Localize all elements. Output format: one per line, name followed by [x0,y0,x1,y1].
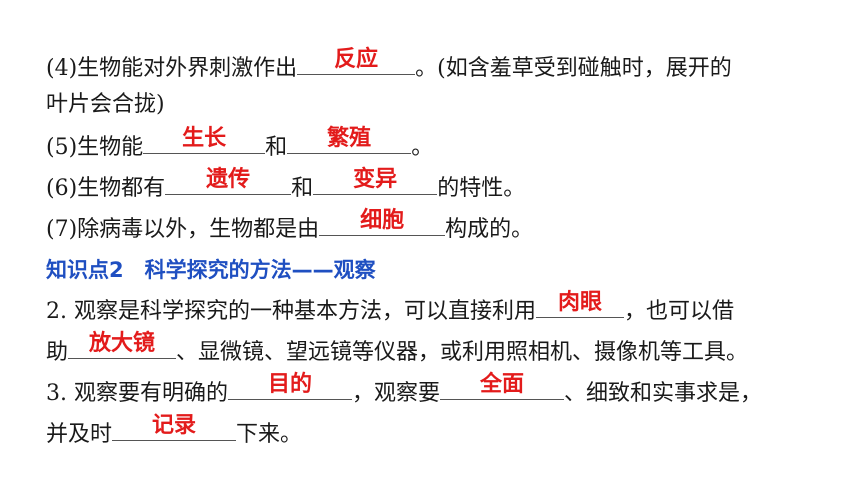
q2-blank-1[interactable]: 肉眼 [536,291,624,318]
item6-blank-1[interactable]: 遗传 [165,168,292,195]
q3-blank-1[interactable]: 目的 [227,373,352,400]
section-heading: 知识点2 科学探究的方法——观察 [46,258,376,282]
q3-prefix-2: 并及时 [46,422,113,447]
q2-prefix: 2. 观察是科学探究的一种基本方法，可以直接利用 [46,299,536,324]
item6-answer-2: 变异 [353,167,398,192]
q3-line-1: 3. 观察要有明确的 目的 ，观察要 全面 、细致和实事求是， [46,373,763,409]
q3-suffix: 、细致和实事求是， [564,381,763,406]
item5-blank-2[interactable]: 繁殖 [287,127,412,154]
q2-answer-2: 放大镜 [89,331,156,356]
item4-answer: 反应 [334,47,379,72]
item6-answer-1: 遗传 [206,167,251,192]
item5-mid: 和 [265,135,288,160]
item4-line: (4)生物能对外界刺激作出 反应 。(如含羞草受到碰触时，展开的 [46,48,732,84]
q2-suffix-1: ，也可以借 [624,299,735,324]
q3-answer-1: 目的 [267,372,312,397]
item4-blank[interactable]: 反应 [297,48,416,75]
item4-suffix: 。(如含羞草受到碰触时，展开的 [415,56,732,81]
item7-blank[interactable]: 细胞 [319,209,446,236]
q2-line-1: 2. 观察是科学探究的一种基本方法，可以直接利用肉眼 ，也可以借 [46,291,735,327]
item6-mid: 和 [291,176,314,201]
q3-line-2: 并及时 记录 下来。 [46,414,303,450]
item7-line: (7)除病毒以外，生物都是由 细胞 构成的。 [46,209,534,245]
q2-blank-2[interactable]: 放大镜 [68,332,177,359]
item4-cont-text: 叶片会合拢) [46,92,165,117]
item7-answer: 细胞 [360,208,405,233]
item5-suffix: 。 [411,135,434,160]
q2-answer-1: 肉眼 [557,290,602,315]
item6-prefix: (6)生物都有 [46,176,166,201]
q3-prefix: 3. 观察要有明确的 [46,381,228,406]
q3-answer-2: 全面 [479,372,524,397]
q2-prefix-2: 助 [46,340,69,365]
item7-prefix: (7)除病毒以外，生物都是由 [46,217,320,242]
q2-suffix-2: 、显微镜、望远镜等仪器，或利用照相机、摄像机等工具。 [176,340,749,365]
item5-prefix: (5)生物能 [46,135,144,160]
item4-continuation: 叶片会合拢) [46,90,165,120]
item5-answer-1: 生长 [182,126,227,151]
q3-blank-2[interactable]: 全面 [440,373,564,400]
q3-blank-3[interactable]: 记录 [112,414,237,441]
q2-line-2: 助放大镜、显微镜、望远镜等仪器，或利用照相机、摄像机等工具。 [46,332,749,368]
q3-suffix-2: 下来。 [236,422,303,447]
item7-suffix: 构成的。 [445,217,534,242]
item5-line: (5)生物能 生长 和 繁殖 。 [46,127,434,163]
item5-answer-2: 繁殖 [327,126,372,151]
item6-suffix: 的特性。 [437,176,526,201]
item6-blank-2[interactable]: 变异 [313,168,438,195]
item6-line: (6)生物都有 遗传 和 变异 的特性。 [46,168,526,204]
item4-prefix: (4)生物能对外界刺激作出 [46,56,298,81]
item5-blank-1[interactable]: 生长 [143,127,266,154]
q3-mid: ，观察要 [351,381,440,406]
q3-answer-3: 记录 [152,413,197,438]
